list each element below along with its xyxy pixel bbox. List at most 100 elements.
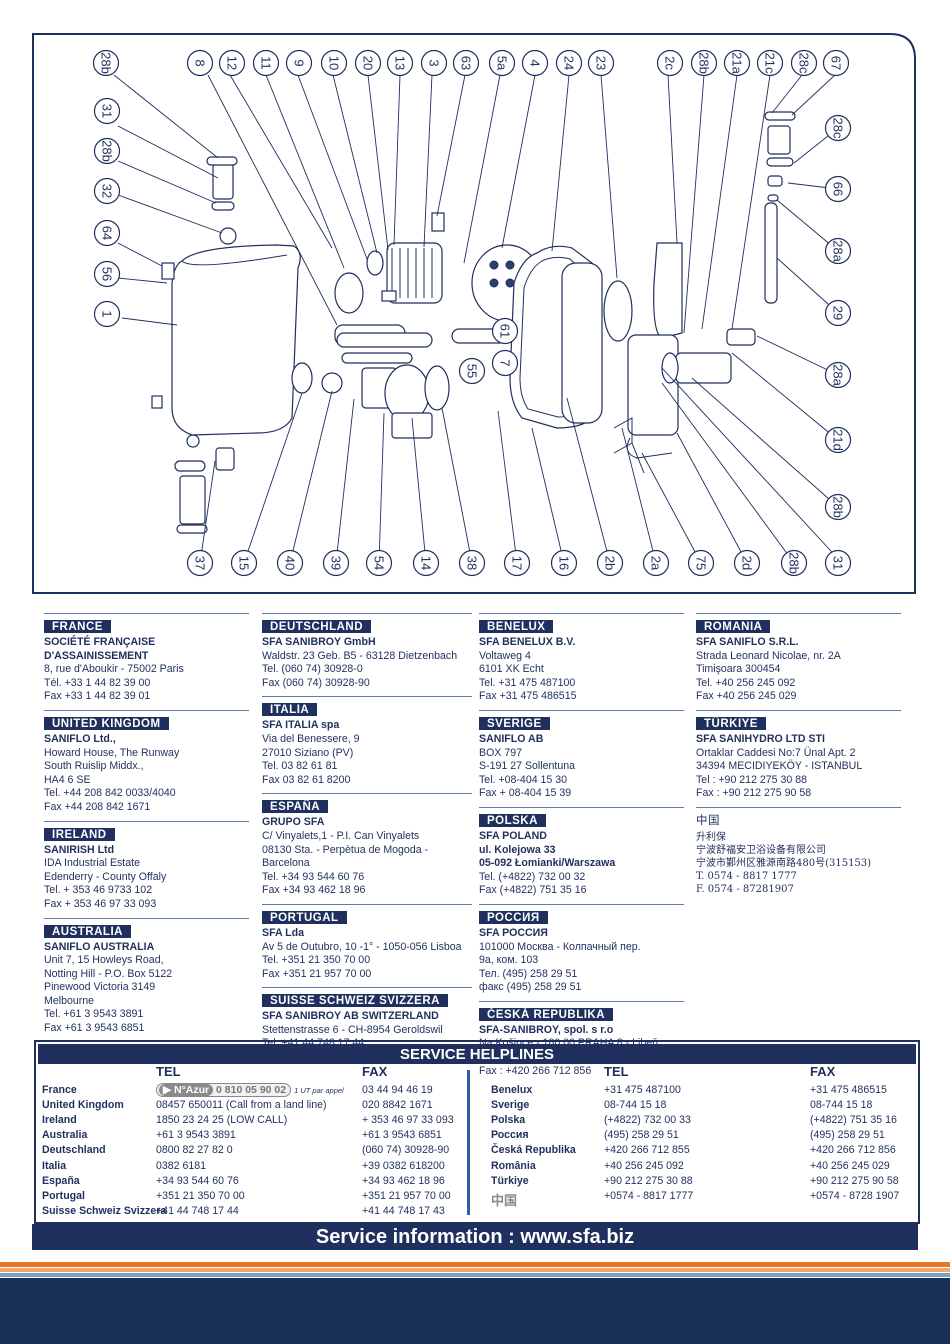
callout-label: 2b (603, 556, 618, 570)
country-tag-czech: ČESKÁ REPUBLIKA (479, 1007, 614, 1021)
callout-circle (93, 177, 121, 205)
callout-label: 17 (510, 556, 525, 570)
address-line: 05-092 Łomianki/Warszawa (479, 857, 616, 870)
tel-header-right: TEL (604, 1064, 629, 1079)
callout-circle (656, 49, 684, 77)
helpline-tel: +41 44 748 17 44 (156, 1204, 239, 1217)
azur-label: ▶ N°Azur (159, 1084, 214, 1096)
callout-circle (687, 549, 715, 577)
callout-label: 61 (498, 324, 513, 338)
callout-circle (824, 299, 852, 327)
callout-label: 31 (100, 104, 115, 118)
address-line: 6101 XK Echt (479, 663, 544, 676)
callout-circle (420, 49, 448, 77)
country-tag-benelux: BENELUX (479, 620, 554, 633)
callout-label: 8 (193, 59, 208, 66)
part-callout: 4 (521, 49, 549, 77)
callout-label: 28b (831, 496, 846, 518)
part-callout: 28b (92, 49, 120, 77)
address-line: SFA SANIFLO S.R.L. (696, 636, 799, 648)
part-callout: 8 (186, 49, 214, 77)
callout-label: 64 (100, 226, 115, 240)
callout-circle (252, 49, 280, 77)
callout-circle (322, 549, 350, 577)
address-line: SFA-SANIBROY, spol. s r.o (479, 1023, 614, 1036)
address-line: SANIRISH Ltd (44, 843, 115, 856)
part-callout: 67 (822, 49, 850, 77)
callout-label: 28c (831, 118, 846, 139)
callout-circle (285, 49, 313, 77)
address-line: Tel. +34 93 544 60 76 (262, 870, 365, 883)
callout-circle (822, 49, 850, 77)
country-tag-france: FRANCE (44, 620, 111, 633)
back-panels (613, 111, 796, 474)
callout-circle (412, 549, 440, 577)
callout-label: 1 (100, 310, 115, 317)
callout-label: 28a (831, 240, 846, 262)
part-callout: 28c (790, 49, 818, 77)
tel-header-left: TEL (156, 1064, 181, 1079)
helpline-country: France (42, 1084, 77, 1096)
callout-label: 37 (193, 556, 208, 570)
address-line: Fax +40 256 245 029 (696, 690, 797, 703)
helpline-fax: (+4822) 751 35 16 (810, 1114, 897, 1127)
callout-label: 2c (663, 56, 678, 70)
helpline-tel: 0800 82 27 82 0 (156, 1144, 233, 1157)
part-callout: 20 (354, 49, 382, 77)
helpline-country: Ireland (42, 1114, 77, 1127)
country-tag-portugal: PORTUGAL (262, 910, 347, 924)
callout-circle (491, 349, 519, 377)
callout-circle (320, 49, 348, 77)
callout-circle (824, 237, 852, 265)
part-callout: 54 (365, 549, 393, 577)
address-line: 8, rue d'Aboukir - 75002 Paris (44, 663, 184, 676)
callout-label: 28a (831, 364, 846, 386)
helpline-fax: 08-744 15 18 (810, 1099, 873, 1112)
callout-label: 32 (100, 184, 115, 198)
callout-label: 29 (831, 306, 846, 320)
helpline-tel: +34 93 544 60 76 (156, 1174, 239, 1187)
callout-label: 20 (361, 56, 376, 70)
helpline-country: Sverige (491, 1099, 530, 1112)
callout-circle (93, 260, 121, 288)
part-callout: 23 (587, 49, 615, 77)
callout-label: 75 (694, 556, 709, 570)
callout-label: 14 (419, 556, 434, 570)
address-line: Edenderry - County Offaly (44, 870, 167, 883)
callout-circle (521, 49, 549, 77)
address-line: Strada Leonard Nicolae, nr. 2A (696, 649, 841, 662)
address-line: HA4 6 SE (44, 773, 91, 786)
callout-circle (596, 549, 624, 577)
callout-circle (824, 361, 852, 389)
callout-circle (93, 97, 121, 125)
part-callout: 7 (491, 349, 519, 377)
address-line: Unit 7, 15 Howleys Road, (44, 954, 164, 967)
callout-circle (218, 49, 246, 77)
address-line: SFA SANIHYDRO LTD STI (696, 732, 825, 745)
address-line: IDA Industrial Estate (44, 857, 140, 870)
part-callout: 17 (503, 549, 531, 577)
helpline-tel: 0382 6181 (156, 1159, 207, 1172)
address-line: 08130 Sta. - Perpètua de Mogoda - (262, 843, 429, 856)
country-tag-uk: UNITED KINGDOM (44, 716, 169, 730)
part-callout: 5a (488, 49, 516, 77)
address-line: C/ Vinyalets,1 - P.I. Can Vinyalets (262, 829, 420, 842)
callout-label: 2a (649, 556, 664, 571)
address-line: Ortaklar Caddesi No:7 Ünal Apt. 2 (696, 746, 856, 759)
address-line: SFA POLAND (479, 829, 547, 842)
callout-circle (458, 357, 486, 385)
callout-circle (824, 175, 852, 203)
footer-stripe-orange (0, 1262, 950, 1267)
callout-label: 5a (495, 56, 510, 71)
address-line: Tel. +44 208 842 0033/4040 (44, 787, 176, 800)
helpline-tel: +0574 - 8817 1777 (604, 1189, 694, 1202)
helpline-country: Australia (42, 1129, 88, 1142)
callout-label: 31 (831, 556, 846, 570)
helpline-country: Suisse Schweiz Svizzera (42, 1204, 167, 1217)
address-line: Barcelona (262, 857, 310, 870)
